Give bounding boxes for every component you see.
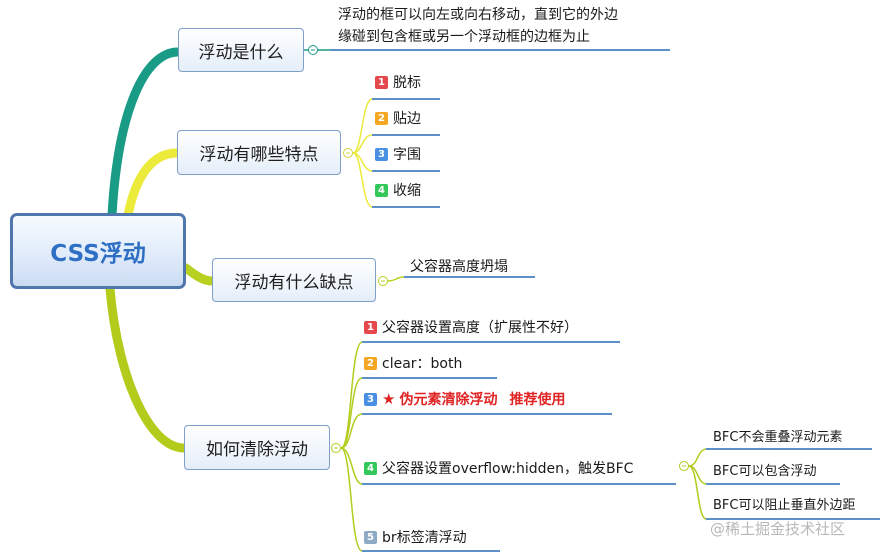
trait-item[interactable]: 4 收缩: [375, 180, 421, 200]
topic-what-is-float[interactable]: 浮动是什么: [178, 28, 304, 72]
topic-clear-float[interactable]: 如何清除浮动: [184, 425, 330, 470]
marker-2-icon: 2: [364, 356, 377, 370]
clear-method-item[interactable]: 4 父容器设置overflow:hidden，触发BFC: [364, 458, 633, 478]
clear-method-label: 伪元素清除浮动: [399, 392, 498, 408]
bfc-label: BFC不会重叠浮动元素: [713, 430, 843, 445]
bfc-item[interactable]: BFC可以包含浮动: [713, 460, 816, 479]
marker-1-icon: 1: [364, 320, 377, 334]
trait-item[interactable]: 2 贴边: [375, 108, 421, 128]
clear-method-item[interactable]: 1 父容器设置高度（扩展性不好）: [364, 317, 578, 337]
bfc-label: BFC可以包含浮动: [713, 464, 817, 479]
marker-2-icon: 2: [375, 111, 388, 125]
clear-method-label: 父容器设置overflow:hidden，触发BFC: [382, 461, 634, 477]
star-icon: ★: [382, 390, 396, 408]
float-definition-line-1: 浮动的框可以向左或向右移动，直到它的外边: [338, 7, 618, 23]
branch-traits: [123, 148, 182, 220]
trait-item[interactable]: 1 脱标: [375, 72, 421, 92]
branch-what: [107, 47, 183, 220]
clear-method-label: br标签清浮动: [382, 530, 467, 546]
float-definition-line-2: 缘碰到包含框或另一个浮动框的边框为止: [338, 29, 590, 45]
marker-5-icon: 5: [364, 530, 377, 544]
clear-method-item-recommended[interactable]: 3 ★ 伪元素清除浮动 推荐使用: [364, 389, 565, 409]
marker-3-icon: 3: [364, 392, 377, 406]
clear-method-label: clear：both: [382, 356, 463, 372]
recommend-note: 推荐使用: [509, 392, 566, 408]
branch-clear: [105, 284, 189, 453]
trait-label: 贴边: [393, 111, 421, 127]
central-topic[interactable]: CSS浮动: [10, 213, 186, 289]
float-definition: 浮动的框可以向左或向右移动，直到它的外边 缘碰到包含框或另一个浮动框的边框为止: [338, 4, 618, 48]
clear-method-item[interactable]: 5 br标签清浮动: [364, 527, 467, 547]
clear-method-item[interactable]: 2 clear：both: [364, 353, 462, 373]
bfc-label: BFC可以阻止垂直外边距: [713, 498, 856, 513]
trait-label: 字围: [393, 147, 421, 163]
bfc-item[interactable]: BFC可以阻止垂直外边距: [713, 494, 855, 513]
topic-float-traits[interactable]: 浮动有哪些特点: [177, 130, 341, 175]
flaw-item[interactable]: 父容器高度坍塌: [410, 256, 508, 276]
flaw-label: 父容器高度坍塌: [410, 259, 508, 275]
marker-4-icon: 4: [364, 461, 377, 475]
marker-3-icon: 3: [375, 147, 388, 161]
marker-4-icon: 4: [375, 183, 388, 197]
watermark: @稀土掘金技术社区: [710, 520, 846, 538]
branch-flaws: [181, 263, 217, 286]
marker-1-icon: 1: [375, 75, 388, 89]
trait-label: 脱标: [393, 75, 421, 91]
topic-float-flaws[interactable]: 浮动有什么缺点: [212, 258, 376, 302]
bfc-item[interactable]: BFC不会重叠浮动元素: [713, 426, 842, 445]
trait-item[interactable]: 3 字围: [375, 144, 421, 164]
clear-method-label: 父容器设置高度（扩展性不好）: [382, 320, 578, 336]
trait-label: 收缩: [393, 183, 421, 199]
